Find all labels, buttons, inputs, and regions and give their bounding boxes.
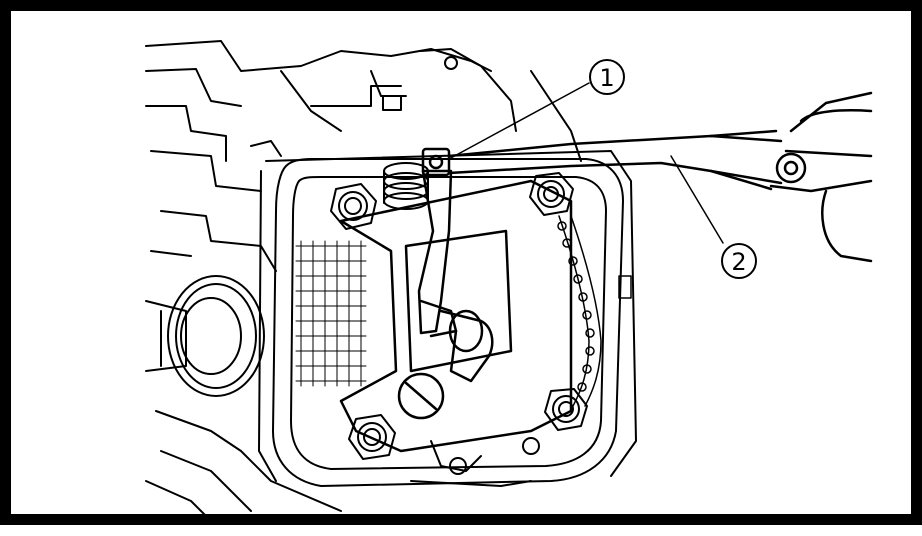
bolt-top-right bbox=[529, 172, 574, 216]
feeler-gauge-tool bbox=[447, 129, 783, 191]
left-flange bbox=[145, 275, 265, 397]
cylinder-head-rim bbox=[258, 150, 637, 487]
callout-1-label: 1 bbox=[599, 64, 614, 92]
bolt-bottom-left bbox=[348, 414, 396, 460]
leader-line-1 bbox=[448, 82, 590, 160]
callout-1: 1 bbox=[589, 59, 625, 95]
callout-2-circle bbox=[721, 243, 757, 279]
rocker-arm bbox=[417, 169, 494, 383]
callout-2-label: 2 bbox=[731, 248, 746, 276]
callout-1-circle bbox=[589, 59, 625, 95]
callout-2: 2 bbox=[721, 243, 757, 279]
leader-line-2 bbox=[670, 155, 724, 244]
adjusting-screw bbox=[421, 147, 451, 177]
spark-plug-area bbox=[410, 437, 540, 487]
bolt-bottom-right bbox=[544, 388, 588, 431]
mesh-region bbox=[295, 240, 367, 387]
engine-valve-adjustment-illustration: 1 2 bbox=[145, 40, 873, 522]
illustration-frame: 1 2 bbox=[0, 0, 922, 525]
hand-illustration bbox=[769, 91, 873, 263]
engine-block-outline bbox=[145, 40, 582, 522]
bolt-top-left bbox=[330, 183, 377, 230]
timing-chain bbox=[557, 215, 632, 407]
valve-spring bbox=[383, 162, 429, 210]
